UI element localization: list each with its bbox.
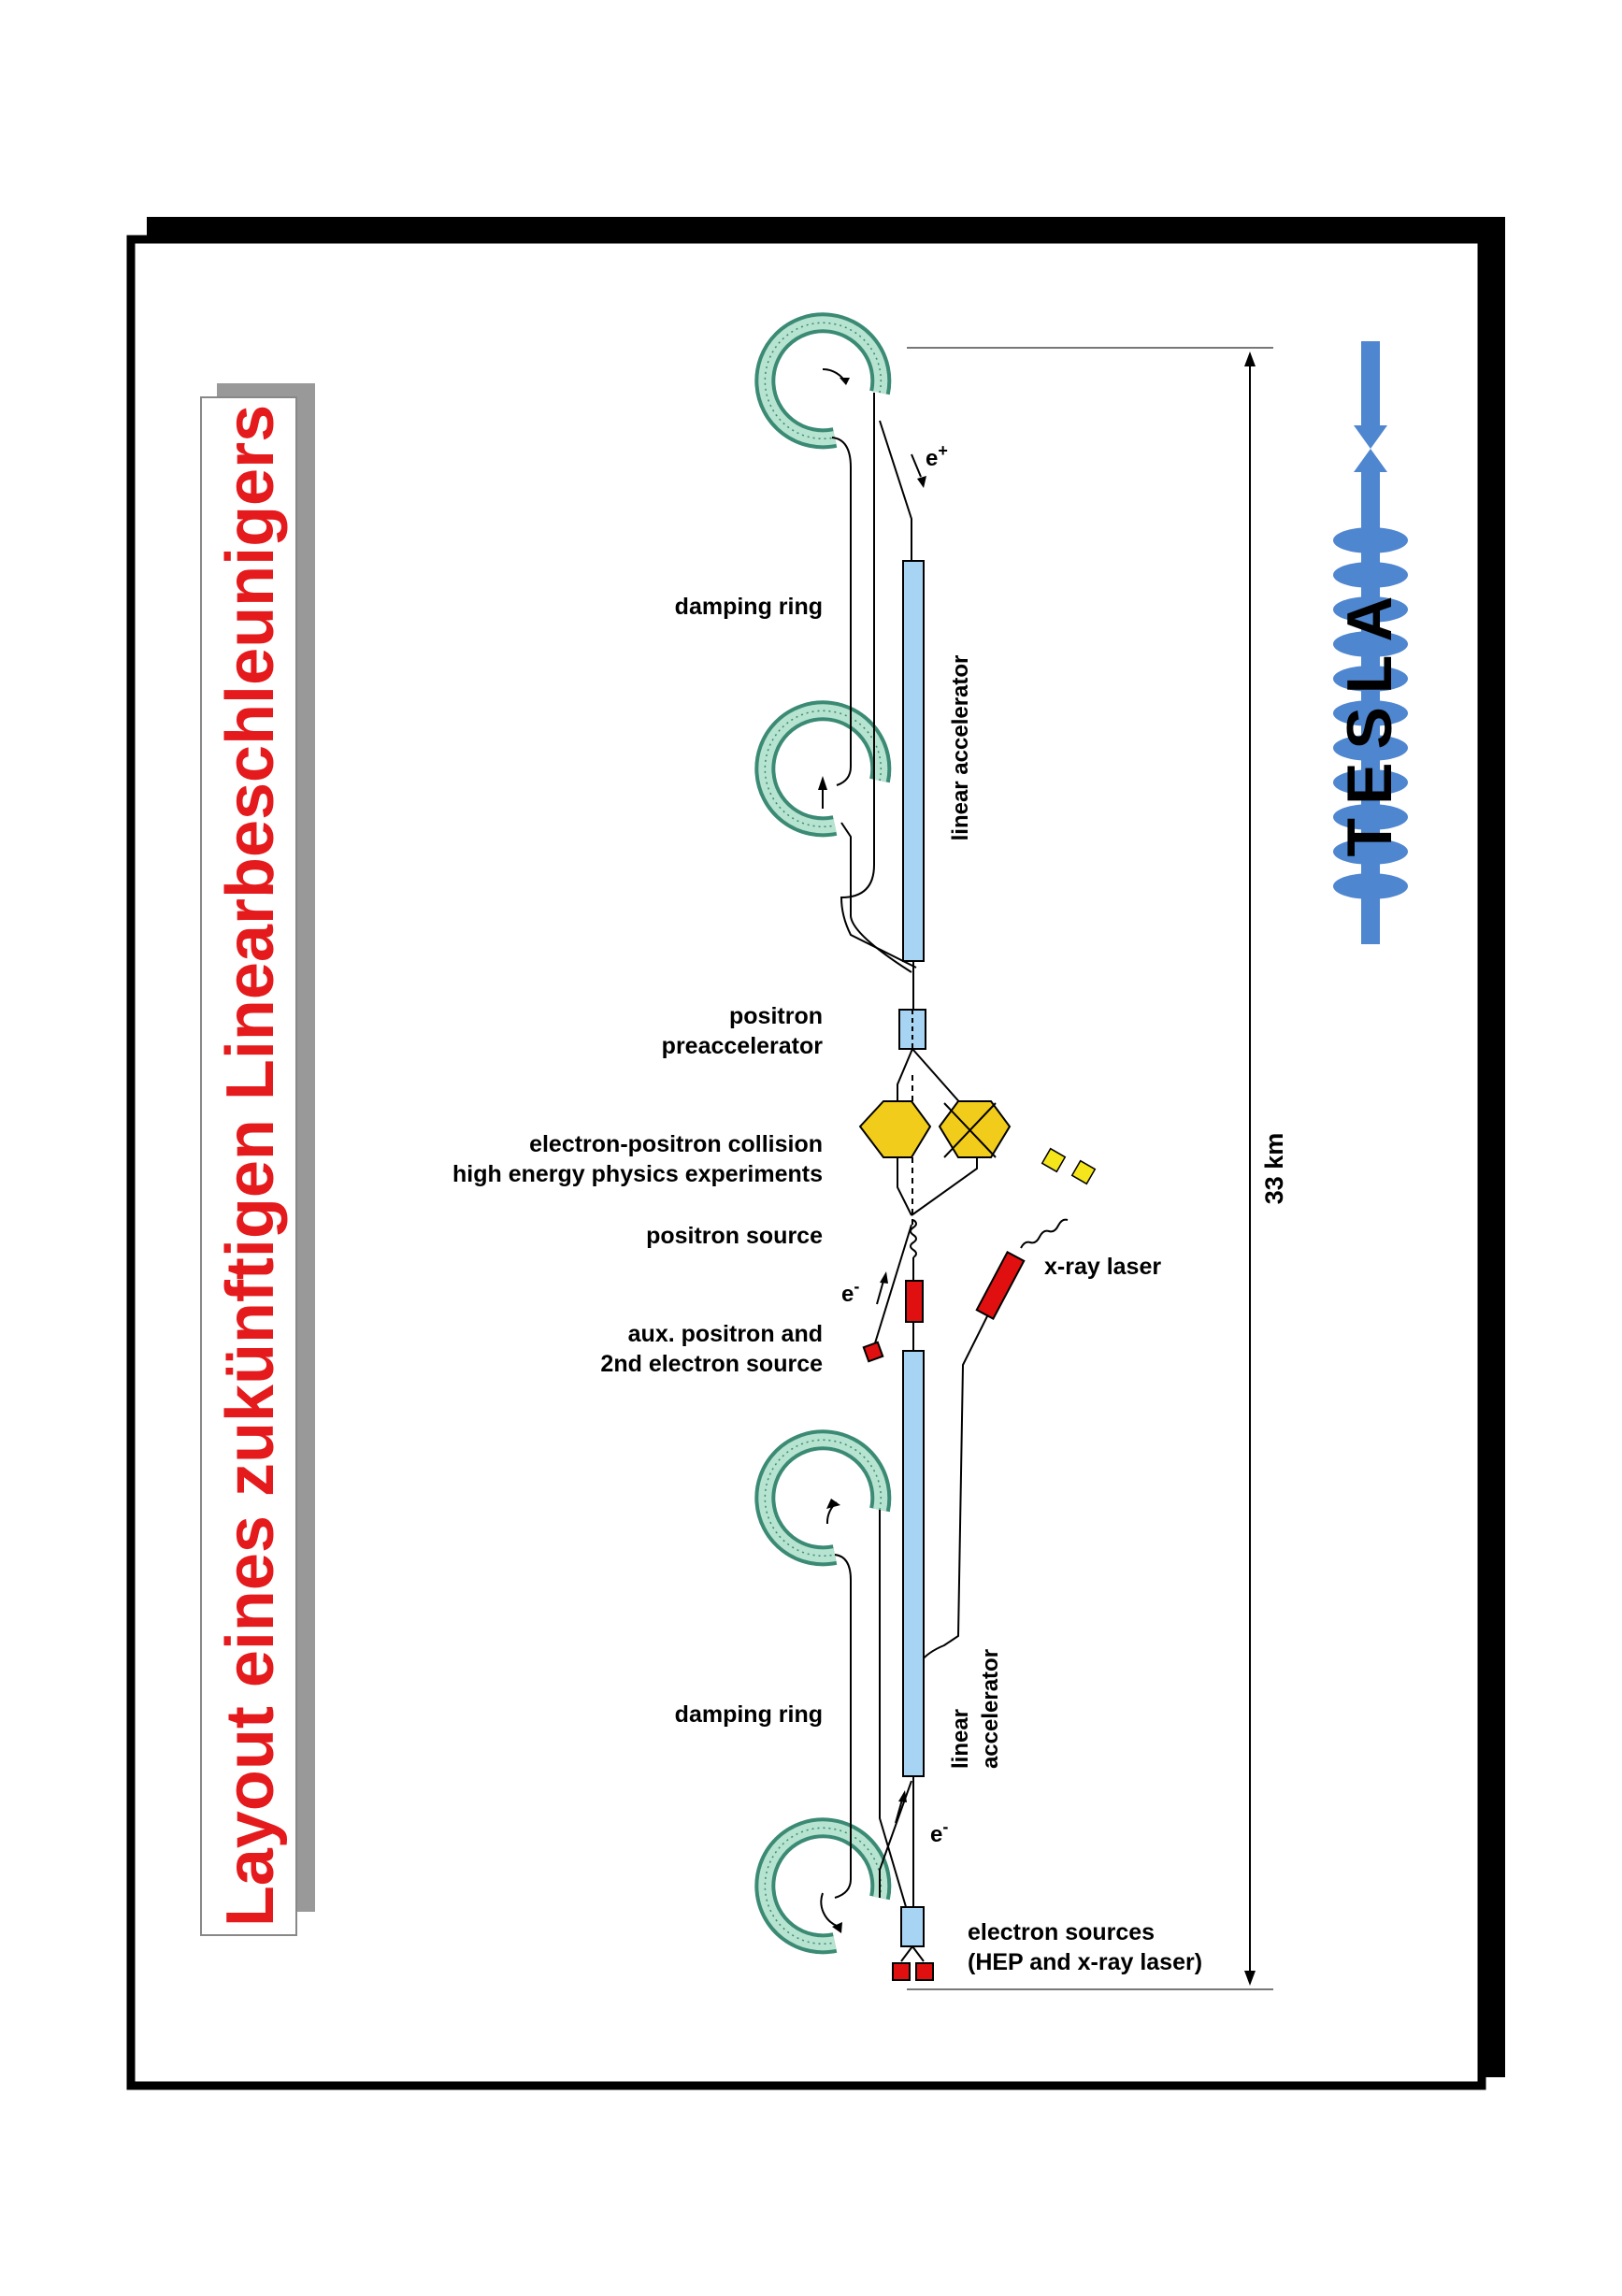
logo-bunch-1 xyxy=(1333,527,1408,553)
electron-preacc-box xyxy=(900,1906,925,1947)
logo-bunch-10 xyxy=(1333,839,1408,865)
tesla-logo: TESLA xyxy=(1333,341,1408,944)
electron-source-feeds xyxy=(900,1945,925,1962)
upper-ring-line-right xyxy=(840,393,917,969)
positron-beam-line xyxy=(879,420,912,561)
aux-label-2: 2nd electron source xyxy=(600,1351,823,1377)
damping-ring-lower-bottom xyxy=(754,1817,892,1955)
logo-bunch-3 xyxy=(1333,596,1408,623)
damping-ring-upper-bottom xyxy=(754,700,892,838)
electron-sources-label-2: (HEP and x-ray laser) xyxy=(968,1949,1202,1975)
damping-ring-upper-label: damping ring xyxy=(675,594,823,620)
linac-lower-label-1: linear xyxy=(948,1709,973,1769)
linac-lower xyxy=(902,1350,925,1777)
e-minus-aux-label: e- xyxy=(841,1277,859,1307)
dimension-arrow-up xyxy=(1244,352,1256,366)
xray-wiggle xyxy=(1020,1218,1069,1249)
positron-source-box xyxy=(905,1280,924,1323)
lower-ring-line-left xyxy=(834,1554,852,1899)
electron-source-1 xyxy=(892,1962,911,1981)
e-minus-lower-arrow xyxy=(895,1799,903,1824)
collision-label-1: electron-positron collision xyxy=(529,1131,823,1157)
positron-source-label: positron source xyxy=(646,1223,823,1249)
logo-axis-top xyxy=(1361,341,1380,430)
linac-upper xyxy=(902,560,925,962)
positron-preacc-label-1: positron xyxy=(729,1003,823,1029)
detector-right-cross xyxy=(943,1102,997,1158)
title-box xyxy=(200,396,297,1936)
linac-lower-label-2: accelerator xyxy=(978,1649,1003,1769)
aux-label-1: aux. positron and xyxy=(628,1321,823,1347)
electron-source-2 xyxy=(915,1962,934,1981)
upper-ring-line-left xyxy=(831,437,852,786)
detector-hexagon-left xyxy=(858,1100,932,1158)
aux-source-box xyxy=(862,1341,884,1363)
logo-bunch-5 xyxy=(1333,666,1408,692)
logo-bunch-4 xyxy=(1333,631,1408,657)
aux-source-line xyxy=(873,1224,912,1347)
xray-target-1 xyxy=(1041,1147,1067,1173)
logo-letters: TESLA xyxy=(1334,583,1405,857)
logo-bunch-8 xyxy=(1333,769,1408,796)
xray-laser-label: x-ray laser xyxy=(1044,1254,1161,1280)
undulator-wiggle xyxy=(910,1219,917,1258)
positron-preacc-label-2: preaccelerator xyxy=(662,1033,824,1059)
length-label: 33 km xyxy=(1260,1133,1288,1205)
dimension-arrow-down xyxy=(1244,1971,1256,1986)
e-minus-lower-arrowhead xyxy=(898,1790,907,1802)
damping-ring-lower-top xyxy=(754,1429,892,1567)
logo-bunch-9 xyxy=(1333,804,1408,830)
e-plus-arrow xyxy=(911,453,922,478)
e-minus-lower-label: e- xyxy=(930,1817,948,1847)
logo-arrow-up xyxy=(1354,449,1387,472)
e-minus-aux-arrowhead xyxy=(880,1271,888,1284)
logo-bunch-11 xyxy=(1333,873,1408,899)
xray-laser-box xyxy=(975,1251,1026,1320)
linac-upper-label: linear accelerator xyxy=(948,655,973,841)
damping-ring-lower-label: damping ring xyxy=(675,1701,823,1728)
e-minus-aux-arrow xyxy=(876,1280,884,1305)
xray-target-2 xyxy=(1070,1159,1097,1185)
e-plus-arrowhead xyxy=(917,476,926,488)
upper-transfer-line xyxy=(840,822,912,973)
frame xyxy=(126,235,1486,2090)
page-title: Layout eines zukünftigen Linearbeschleun… xyxy=(213,405,288,1927)
logo-bunch-2 xyxy=(1333,562,1408,588)
e-plus-label: e+ xyxy=(926,441,948,471)
logo-arrow-down xyxy=(1354,425,1387,449)
logo-bunch-6 xyxy=(1333,700,1408,726)
collision-label-2: high energy physics experiments xyxy=(452,1161,823,1187)
electron-sources-label-1: electron sources xyxy=(968,1919,1155,1945)
lower-ring-line-right xyxy=(879,1510,912,1927)
logo-bunch-7 xyxy=(1333,735,1408,761)
damping-ring-upper-top xyxy=(754,312,892,450)
